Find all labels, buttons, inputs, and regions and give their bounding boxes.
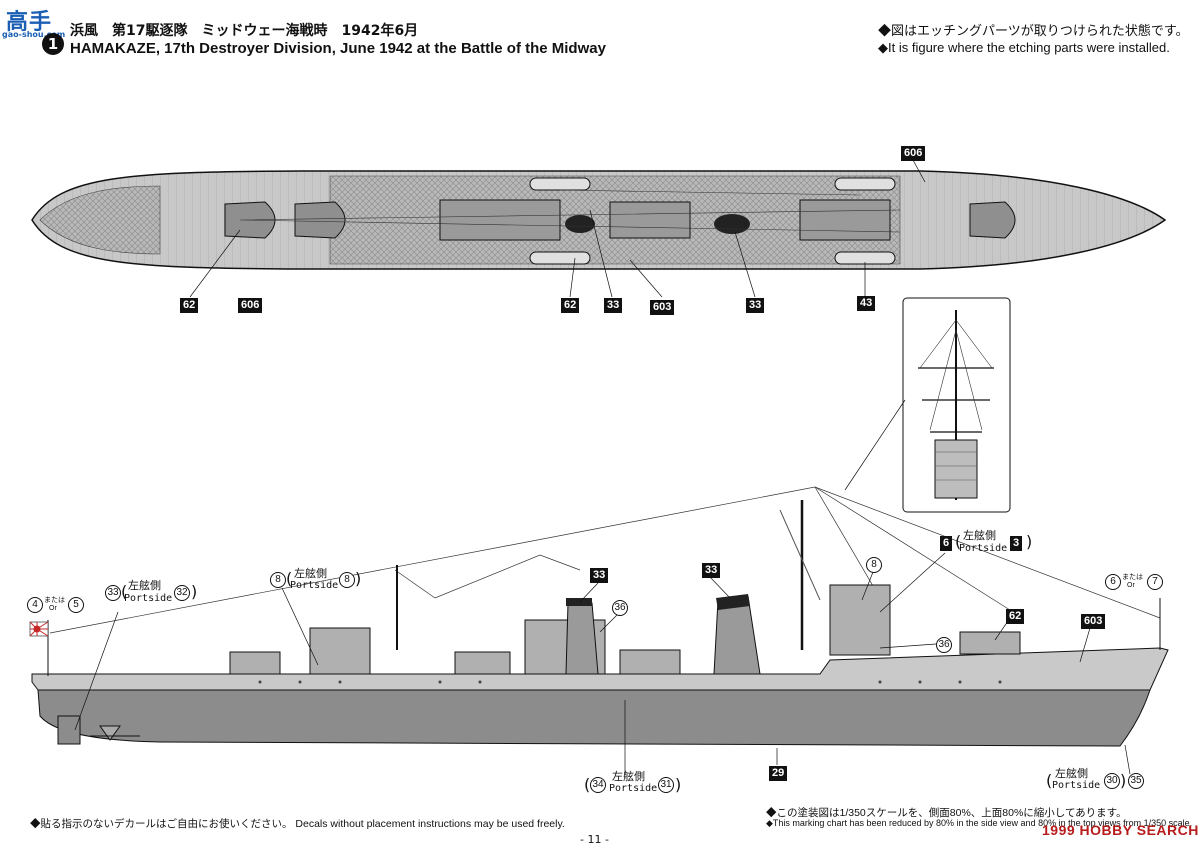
decal-circle-34: 34 <box>590 777 606 793</box>
portside-en: Portside <box>124 593 173 604</box>
title-japanese: 浜風 第17駆逐隊 ミッドウェー海戦時 1942年6月 <box>70 23 419 39</box>
portside-jp: 左舷側 <box>1055 768 1088 780</box>
portside-en: Portside <box>290 580 339 591</box>
decal-circle-5: 5 <box>68 597 84 613</box>
decal-circle-36-b: 36 <box>936 637 952 653</box>
note-bottom-left: ◆貼る指示のないデカールはご自由にお使いください。 Decals without… <box>30 818 565 830</box>
decal-tag-6: 6 <box>940 536 953 551</box>
title-english: HAMAKAZE, 17th Destroyer Division, June … <box>70 40 606 57</box>
portside-en: Portside <box>959 543 1008 554</box>
decal-tag-3: 3 <box>1010 536 1023 551</box>
note-scale-jp: ◆この塗装図は1/350スケールを、側面80%、上面80%に縮小してあります。 <box>766 807 1127 819</box>
paren-open: ( <box>286 569 293 588</box>
decal-circle-8-a: 8 <box>270 572 286 588</box>
decal-tag-62-side: 62 <box>1006 609 1025 624</box>
paren-close: ) <box>1120 771 1127 790</box>
paren-close: ) <box>191 582 198 601</box>
note-top-jp: ◆図はエッチングパーツが取りつけられた状態です。 <box>878 23 1189 38</box>
portside-en: Portside <box>1052 780 1101 791</box>
side-view <box>29 486 1169 775</box>
paren-open: ( <box>1046 771 1053 790</box>
decal-tag-606-left: 606 <box>238 298 263 313</box>
mast-detail-inset <box>844 297 1011 513</box>
portside-en: Portside <box>609 783 658 794</box>
decal-tag-33-right: 33 <box>746 298 765 313</box>
or-label-jp: または <box>44 597 65 604</box>
site-watermark-logo: 高手 gao-shou.com <box>2 4 68 40</box>
decal-circle-31: 31 <box>658 777 674 793</box>
decal-tag-62-left: 62 <box>180 298 199 313</box>
decal-tag-29-hull: 29 <box>769 766 788 781</box>
portside-jp: 左舷側 <box>294 568 327 580</box>
portside-jp: 左舷側 <box>612 771 645 783</box>
paren-open: ( <box>121 582 128 601</box>
paren-close: ) <box>355 569 362 588</box>
decal-circle-4: 4 <box>27 597 43 613</box>
scheme-number: 1 <box>42 33 64 55</box>
top-view <box>31 159 1167 298</box>
paren-close: ) <box>675 775 682 794</box>
decal-circle-6: 6 <box>1105 574 1121 590</box>
or-label-en: Or <box>49 605 57 612</box>
paren-open: ( <box>584 775 591 794</box>
decal-tag-33-funnel1: 33 <box>590 568 609 583</box>
note-scale-en: ◆This marking chart has been reduced by … <box>766 818 1193 828</box>
decal-tag-603-side: 603 <box>1081 614 1106 629</box>
watermark-text: 高手 <box>6 10 53 35</box>
decal-circle-32: 32 <box>174 585 190 601</box>
decal-tag-603: 603 <box>650 300 675 315</box>
note-top-en: ◆It is figure where the etching parts we… <box>878 40 1170 55</box>
decal-tag-33-funnel2: 33 <box>702 563 721 578</box>
decal-circle-7: 7 <box>1147 574 1163 590</box>
portside-jp: 左舷側 <box>963 530 996 542</box>
decal-circle-36-a: 36 <box>612 600 628 616</box>
decal-tag-33-mid: 33 <box>604 298 623 313</box>
hobby-search-watermark: 1999 HOBBY SEARCH <box>1042 822 1199 838</box>
portside-jp: 左舷側 <box>128 580 161 592</box>
decal-tag-62-mid: 62 <box>561 298 580 313</box>
decal-tag-43: 43 <box>857 296 876 311</box>
page-number: - 11 - <box>580 833 609 846</box>
paren-open: ( <box>955 532 962 551</box>
or-label-en: Or <box>1127 582 1135 589</box>
decal-circle-35: 35 <box>1128 773 1144 789</box>
decal-tag-606-top: 606 <box>901 146 926 161</box>
or-label-jp: または <box>1122 574 1143 581</box>
decal-circle-33: 33 <box>105 585 121 601</box>
watermark-url: gao-shou.com <box>2 30 66 39</box>
paren-close: ) <box>1026 532 1033 551</box>
naval-ensign <box>29 621 49 637</box>
decal-circle-8-b: 8 <box>339 572 355 588</box>
decal-circle-8-bridge: 8 <box>866 557 882 573</box>
decal-circle-30: 30 <box>1104 773 1120 789</box>
